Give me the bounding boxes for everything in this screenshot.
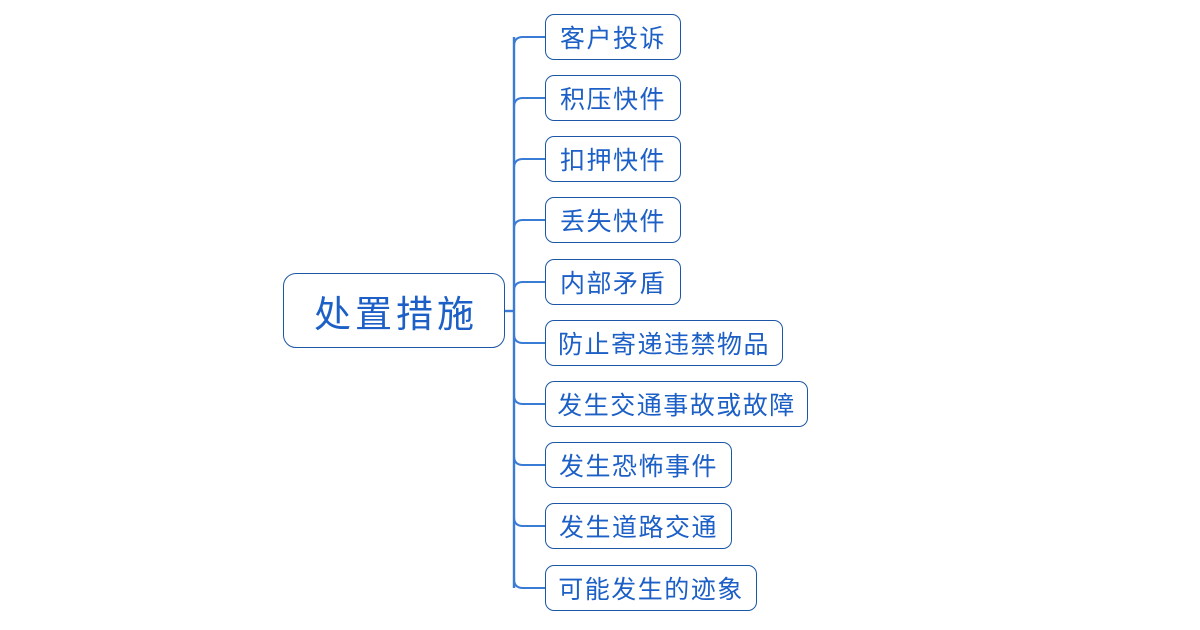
child-node-4-label: 丢失快件 [559, 207, 666, 236]
child-node-9[interactable]: 发生道路交通 [545, 503, 732, 549]
branch-connector-3 [513, 158, 545, 169]
child-node-5[interactable]: 内部矛盾 [545, 259, 681, 305]
child-node-2[interactable]: 积压快件 [545, 75, 681, 121]
root-node[interactable]: 处置措施 [283, 273, 505, 348]
child-node-6[interactable]: 防止寄递违禁物品 [545, 320, 783, 366]
branch-connector-2 [513, 97, 545, 108]
branch-connector-6 [513, 333, 545, 344]
child-node-3-label: 扣押快件 [559, 146, 666, 175]
branch-connector-1 [513, 36, 545, 47]
branch-connector-4 [513, 219, 545, 230]
child-node-7-label: 发生交通事故或故障 [557, 391, 796, 420]
branch-connector-8 [513, 455, 545, 466]
child-node-1[interactable]: 客户投诉 [545, 14, 681, 60]
child-node-1-label: 客户投诉 [559, 24, 666, 53]
child-node-9-label: 发生道路交通 [558, 513, 718, 542]
child-node-6-label: 防止寄递违禁物品 [557, 330, 770, 359]
child-node-3[interactable]: 扣押快件 [545, 136, 681, 182]
branch-connector-9 [513, 516, 545, 527]
branch-connector-5 [513, 281, 545, 292]
branch-connector-10 [513, 578, 545, 589]
child-node-4[interactable]: 丢失快件 [545, 197, 681, 243]
child-node-10-label: 可能发生的迹象 [558, 575, 744, 604]
child-node-8[interactable]: 发生恐怖事件 [545, 442, 732, 488]
child-node-5-label: 内部矛盾 [559, 269, 666, 298]
child-node-8-label: 发生恐怖事件 [558, 452, 718, 481]
root-node-label: 处置措施 [314, 292, 478, 336]
child-node-7[interactable]: 发生交通事故或故障 [545, 381, 808, 427]
child-node-10[interactable]: 可能发生的迹象 [545, 565, 757, 611]
branch-connector-7 [513, 394, 545, 405]
child-node-2-label: 积压快件 [559, 85, 666, 114]
